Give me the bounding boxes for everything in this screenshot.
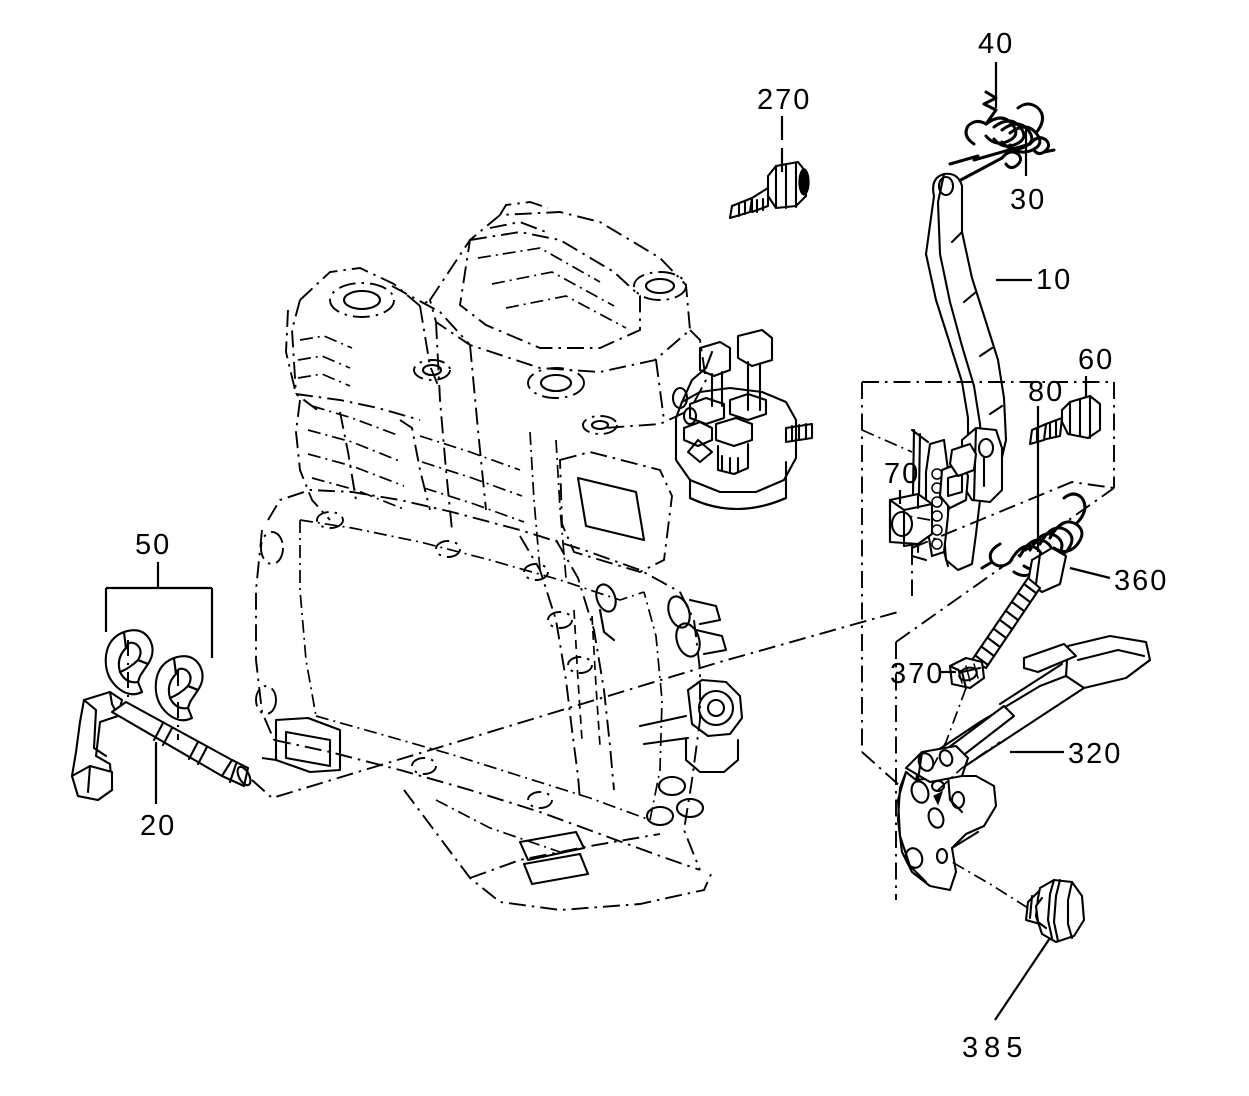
cylinder-fins xyxy=(295,321,525,531)
callout-20: 20 xyxy=(140,810,177,842)
part-50-retaining-clip-a xyxy=(104,629,154,696)
callout-80: 80 xyxy=(1028,376,1065,408)
callout-30: 30 xyxy=(1010,184,1047,216)
callout-60: 60 xyxy=(1078,344,1115,376)
part-70-grommet-bushing xyxy=(888,492,934,548)
part-10-linkage-clip xyxy=(938,426,1004,510)
part-20-control-shaft-rod xyxy=(70,690,252,802)
engine-reference-assembly xyxy=(255,201,814,911)
crankcase xyxy=(255,489,701,871)
callout-360: 360 xyxy=(1114,565,1169,597)
rocker-cover xyxy=(428,201,691,373)
leader-lines xyxy=(104,62,1111,1021)
part-270-pivot-bolt xyxy=(728,160,810,220)
part-385-flange-bolt xyxy=(1024,878,1086,944)
callout-40: 40 xyxy=(978,28,1015,60)
engine-base-plate xyxy=(403,775,713,911)
assembly-reference-lines xyxy=(251,381,1115,909)
callout-70: 70 xyxy=(884,458,921,490)
callout-370: 370 xyxy=(890,658,945,690)
callout-385: 385 xyxy=(962,1032,1029,1064)
callout-270: 270 xyxy=(757,84,812,116)
governor-shaft-boss xyxy=(638,678,744,774)
leader-360 xyxy=(1069,566,1111,580)
part-370-lock-nut xyxy=(948,656,986,690)
leader-385 xyxy=(994,937,1051,1021)
callout-10: 10 xyxy=(1036,264,1073,296)
case-shaft-boss-upper xyxy=(595,583,728,658)
part-50-retaining-clip-b xyxy=(154,655,204,722)
callout-50: 50 xyxy=(135,529,172,561)
part-360-adjusting-screw xyxy=(970,546,1068,670)
cylinder-head xyxy=(285,267,707,435)
callout-320: 320 xyxy=(1068,738,1123,770)
part-320-throttle-bracket xyxy=(896,634,1152,892)
carburetor xyxy=(671,328,814,510)
carburetor-mount-flange xyxy=(559,451,673,574)
